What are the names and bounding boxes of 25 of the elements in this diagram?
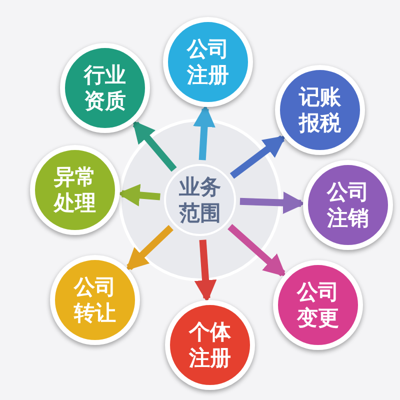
arrow [230, 135, 286, 179]
arrow [194, 240, 217, 303]
topic-label: 公司注册 [186, 36, 230, 88]
topic-circle [303, 160, 393, 250]
arrow [193, 104, 216, 160]
topic-label: 记账报税 [298, 84, 342, 136]
topic-label: 公司转让 [72, 274, 117, 326]
topic-label: 业务范围 [178, 174, 222, 226]
arrow [132, 120, 177, 172]
topic-circle [275, 65, 365, 155]
topic-label: 异常处理 [52, 164, 97, 216]
topic-label: 公司变更 [296, 279, 340, 331]
topic-circle [30, 145, 120, 235]
topic-circle [50, 255, 140, 345]
topic-label: 个体注册 [188, 319, 232, 371]
topic-label: 行业资质 [82, 62, 127, 114]
topic-circle [60, 43, 150, 133]
arrow [240, 192, 306, 214]
topic-circle [163, 17, 253, 107]
arrow [228, 224, 286, 277]
topic-circle [165, 300, 255, 390]
arrow [126, 225, 174, 271]
arrow [117, 184, 160, 206]
topic-circle [273, 260, 363, 350]
topic-label: 公司注销 [326, 179, 370, 231]
